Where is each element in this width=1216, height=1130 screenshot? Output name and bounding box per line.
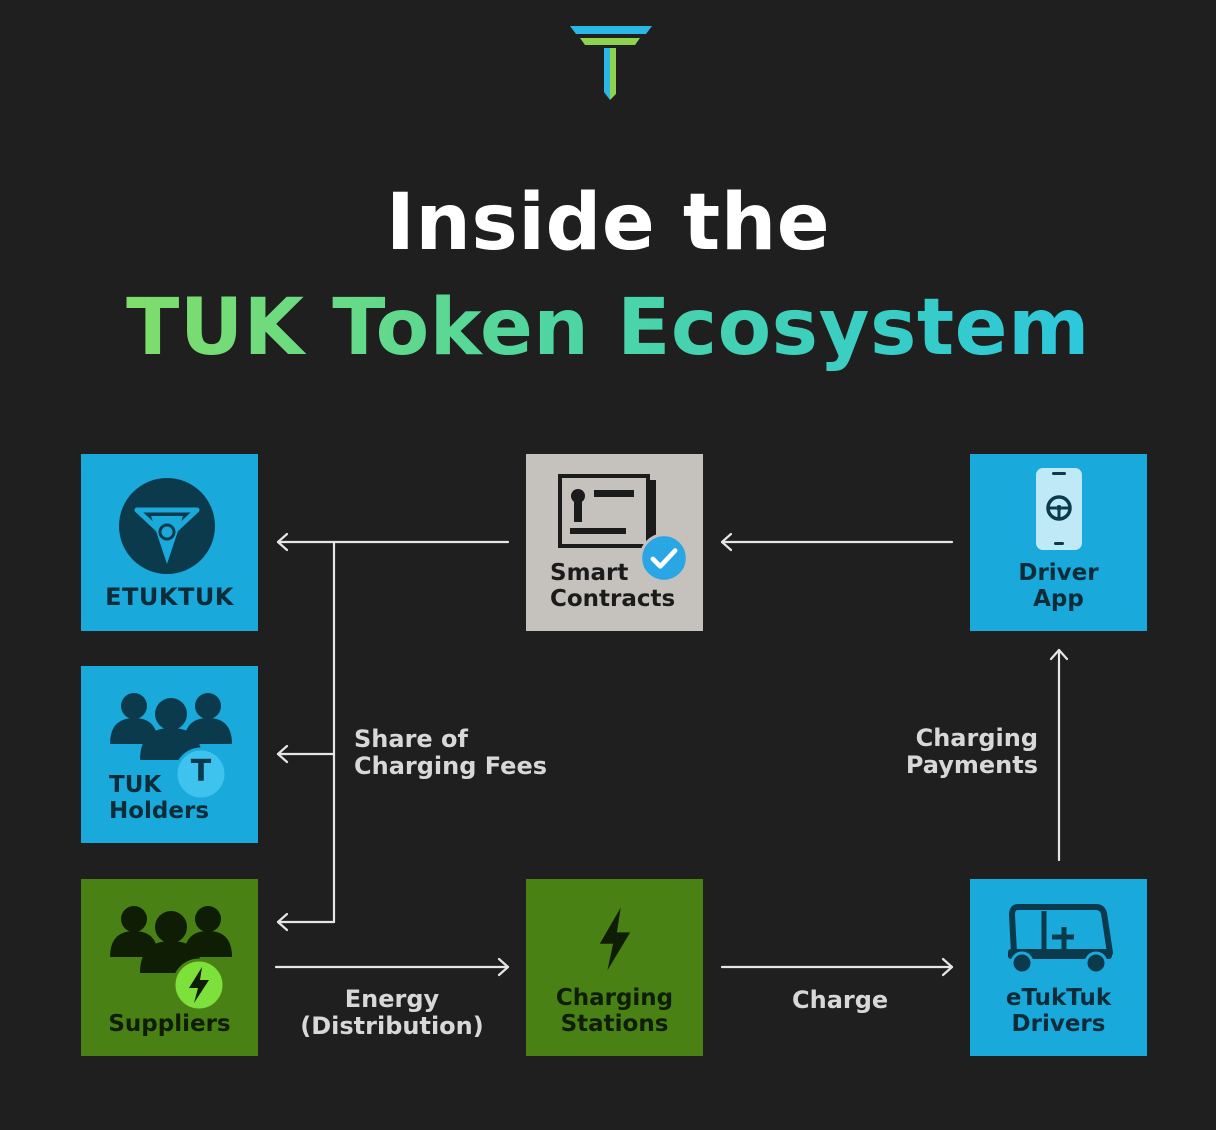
etuktuk-drivers-node: eTukTuk Drivers	[970, 879, 1147, 1056]
contract-icon	[558, 474, 656, 548]
arrow-head-contracts	[720, 532, 733, 552]
suppliers-node: Suppliers	[81, 879, 258, 1056]
tuk-holders-label: TUK Holders	[109, 772, 210, 824]
share-of-charging-fees-label: Share of Charging Fees	[354, 725, 548, 780]
charging-payments-label: Charging Payments	[905, 724, 1038, 779]
smart-contracts-node: Smart Contracts	[526, 454, 703, 631]
etuktuk-label: ETUKTUK	[105, 583, 234, 611]
brand-logo-icon	[570, 26, 652, 100]
people-icon	[110, 906, 232, 973]
tuk-token-badge-icon	[174, 747, 228, 801]
arrow-head-suppliers	[276, 912, 289, 932]
tuk-holders-node: T TUK Holders	[81, 666, 258, 843]
lightning-badge-icon	[172, 958, 226, 1012]
lightning-icon	[599, 907, 631, 971]
smart-contracts-label: Smart Contracts	[550, 560, 676, 612]
charging-stations-label: Charging Stations	[555, 985, 674, 1037]
title-line-1: Inside the	[385, 178, 831, 268]
arrow-head-etuktuk	[276, 532, 289, 552]
energy-distribution-label: Energy (Distribution)	[300, 985, 484, 1040]
arrow-head-stations	[497, 957, 510, 977]
charging-stations-node: Charging Stations	[526, 879, 703, 1056]
driver-app-node: Driver App	[970, 454, 1147, 631]
tuktuk-vehicle-icon	[1008, 904, 1113, 975]
etuktuk-drivers-label: eTukTuk Drivers	[1005, 985, 1112, 1037]
people-icon	[110, 693, 232, 760]
phone-steering-wheel-icon	[1036, 468, 1082, 550]
check-badge-icon	[639, 533, 689, 583]
title-line-2: TUK Token Ecosystem	[0, 283, 1216, 373]
etuktuk-logo-icon	[119, 478, 215, 574]
tuk-token-badge-letter: T	[190, 754, 212, 789]
arrow-head-holders	[276, 744, 289, 764]
etuktuk-node: ETUKTUK	[81, 454, 258, 631]
suppliers-label: Suppliers	[108, 1011, 231, 1037]
charge-label: Charge	[792, 986, 889, 1014]
arrow-head-app	[1049, 648, 1069, 661]
arrow-head-drivers	[941, 957, 954, 977]
driver-app-label: Driver App	[1018, 560, 1099, 612]
